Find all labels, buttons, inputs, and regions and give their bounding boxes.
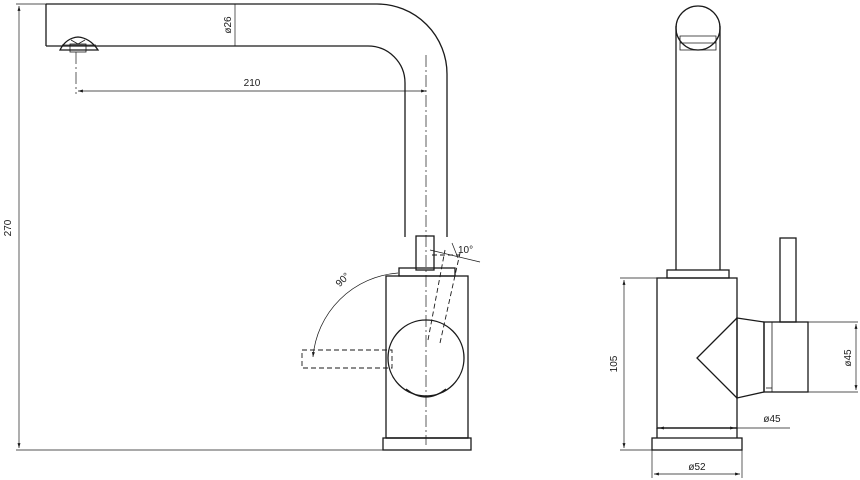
- total-height-label: 270: [3, 219, 14, 236]
- spout-diameter-dimension: ø26: [223, 4, 236, 46]
- base-diameter-label: ø52: [688, 462, 706, 473]
- side-handle-cartridge: [696, 317, 809, 399]
- rotation-angle-label: 90°: [334, 271, 352, 289]
- spout-diameter-label: ø26: [223, 16, 234, 34]
- base-height-label: 105: [609, 355, 620, 372]
- body-collar: [385, 267, 469, 439]
- side-collar: [666, 269, 730, 279]
- handle-diameter-label: ø45: [843, 349, 854, 367]
- base-diameter-dimension: ø52: [651, 450, 743, 478]
- handle-diameter-dimension: ø45: [808, 321, 858, 393]
- side-base-plate: [651, 437, 743, 451]
- body-diameter-label: ø45: [763, 414, 781, 425]
- side-lever-rod: [779, 237, 797, 323]
- base-height-dimension: 105: [609, 277, 657, 451]
- spout-reach-dimension: 210: [78, 78, 426, 93]
- side-spout: [675, 5, 721, 270]
- spout-reach-label: 210: [244, 78, 261, 89]
- tilt-angle-dimension: 10°: [429, 242, 481, 263]
- aerator: [58, 36, 100, 53]
- front-view: ø26 210 270: [3, 3, 481, 451]
- spout-outline: [45, 3, 448, 237]
- base-plate: [382, 437, 472, 451]
- total-height-dimension: 270: [3, 3, 385, 451]
- body-diameter-dimension: ø45: [659, 414, 790, 430]
- rotation-angle-dimension: 90°: [311, 271, 399, 358]
- tilt-angle-label: 10°: [458, 245, 473, 256]
- lever-handle: [387, 235, 465, 398]
- side-body: [656, 277, 738, 429]
- side-view: 105 ø45 ø45 ø52: [609, 5, 858, 478]
- lever-rotated-position: [301, 249, 461, 369]
